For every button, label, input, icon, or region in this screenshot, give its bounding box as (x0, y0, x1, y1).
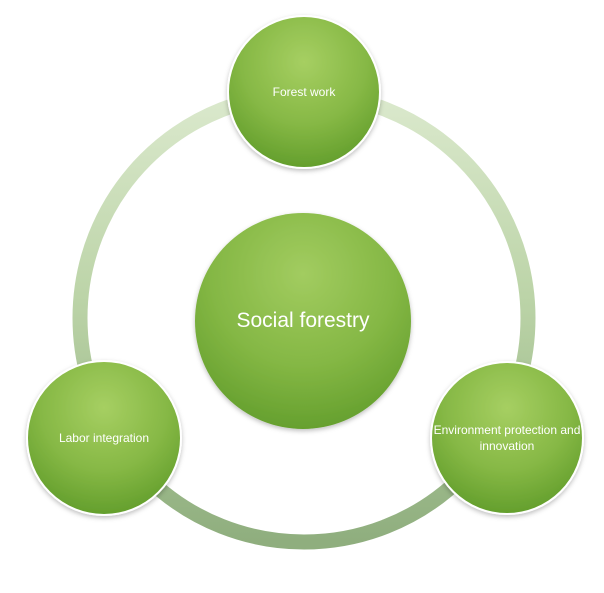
node-circle-forest-work (227, 15, 381, 169)
node-label-labor-integration: Labor integration (58, 430, 150, 445)
node-label-forest-work: Forest work (272, 84, 336, 99)
node-circle-labor-integration (26, 360, 182, 516)
node-circle-environment (430, 361, 584, 515)
center-circle (195, 213, 411, 429)
center-label: Social forestry (236, 308, 370, 332)
node-label-environment: Environment protection and innovation (433, 422, 581, 453)
